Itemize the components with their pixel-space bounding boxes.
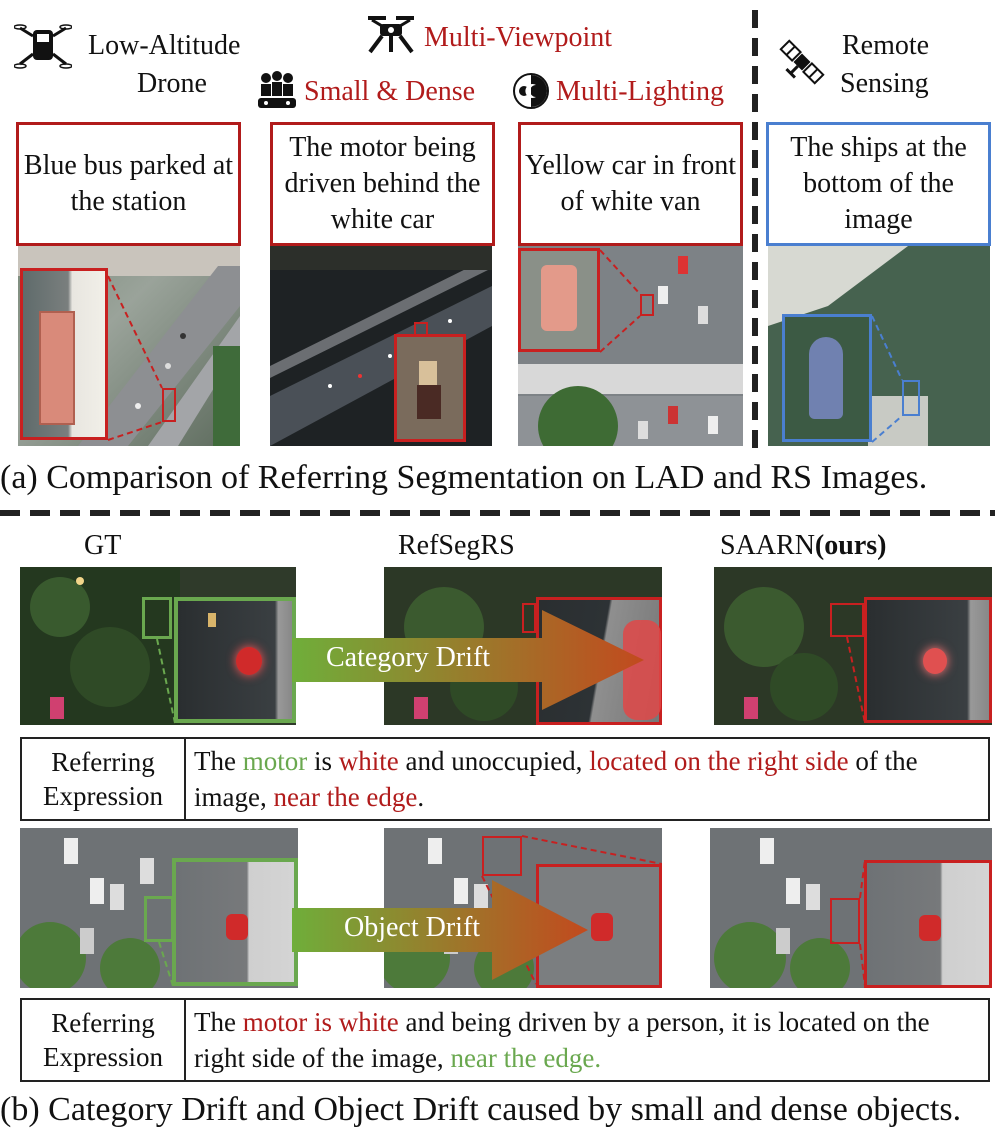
row2-gt-image bbox=[20, 828, 298, 988]
expr1-segment: is bbox=[307, 746, 339, 776]
expr1-segment: motor bbox=[242, 746, 308, 776]
expression-text-2: The motor is white and being driven by a… bbox=[194, 1004, 980, 1076]
expression-label-1a: Referring bbox=[51, 747, 155, 777]
object-drift-arrow: Object Drift bbox=[292, 874, 592, 986]
saarn-label: SAARN bbox=[720, 530, 815, 561]
photo-night-road bbox=[270, 246, 492, 446]
expression-label-1b: Expression bbox=[43, 781, 163, 811]
expr1-segment: . bbox=[417, 782, 425, 812]
column-saarn: SAARN(ours) bbox=[720, 530, 886, 562]
column-refsegrs: RefSegRS bbox=[398, 530, 515, 561]
row1-gt-image bbox=[20, 567, 296, 725]
day-night-icon bbox=[512, 72, 550, 110]
multi-drone-icon bbox=[362, 14, 420, 56]
expr2-segment: motor is white bbox=[242, 1007, 399, 1037]
expr1-segment: near the edge bbox=[273, 782, 418, 812]
object-drift-label: Object Drift bbox=[344, 912, 481, 943]
drone-label-line1: Low-Altitude bbox=[88, 30, 241, 61]
query-box-4: The ships at the bottom of the image bbox=[766, 122, 991, 246]
expression-text-1: The motor is white and unoccupied, locat… bbox=[194, 743, 980, 815]
row1-saarn-zoom bbox=[864, 597, 992, 723]
row1-saarn-target-box bbox=[830, 603, 864, 637]
inset-zoom-3 bbox=[518, 248, 600, 352]
caption-b: (b) Category Drift and Object Drift caus… bbox=[0, 1091, 962, 1128]
expr2-segment: and being driven by a person, it is loca… bbox=[194, 1007, 930, 1073]
query-text-1: Blue bus parked at the station bbox=[23, 150, 234, 217]
expr1-segment: The bbox=[194, 746, 243, 776]
satellite-icon bbox=[774, 34, 830, 90]
row2-saarn-target-box bbox=[830, 898, 860, 944]
row2-saarn-zoom bbox=[864, 860, 992, 988]
expr1-segment: of the image, bbox=[194, 746, 918, 812]
column-gt: GT bbox=[84, 530, 122, 561]
rs-label-line1: Remote bbox=[842, 30, 930, 61]
drone-label-line2: Drone bbox=[137, 68, 207, 99]
query-box-1: Blue bus parked at the station bbox=[16, 122, 241, 246]
query-box-2: The motor being driven behind the white … bbox=[270, 122, 495, 246]
category-drift-arrow: Category Drift bbox=[292, 604, 650, 716]
query-text-4: The ships at the bottom of the image bbox=[790, 132, 967, 235]
query-text-3: Yellow car in front of white van bbox=[524, 150, 736, 217]
photo-highway bbox=[18, 246, 240, 446]
target-box-4 bbox=[902, 380, 920, 416]
row1-saarn-image bbox=[714, 567, 992, 725]
inset-zoom-1 bbox=[20, 268, 108, 440]
target-box-1 bbox=[162, 388, 176, 422]
row2-refsegrs-target-box bbox=[482, 836, 522, 876]
multi-lighting-label: Multi-Lighting bbox=[556, 76, 724, 107]
expression-label-2a: Referring bbox=[51, 1008, 155, 1038]
photo-harbor bbox=[768, 246, 990, 446]
vertical-divider bbox=[752, 10, 758, 448]
expression-label-2b: Expression bbox=[43, 1042, 163, 1072]
drone-icon bbox=[13, 22, 73, 72]
inset-zoom-4 bbox=[782, 314, 872, 442]
expr1-segment: located on the right side bbox=[589, 746, 849, 776]
row1-gt-target-box bbox=[142, 597, 172, 639]
row2-gt-target-box bbox=[144, 896, 174, 942]
row1-gt-zoom bbox=[174, 597, 296, 723]
row2-saarn-image bbox=[710, 828, 992, 988]
category-drift-label: Category Drift bbox=[326, 642, 491, 673]
small-dense-label: Small & Dense bbox=[304, 76, 476, 107]
crowd-icon bbox=[256, 70, 298, 110]
photo-intersection bbox=[518, 246, 743, 446]
rs-label-line2: Sensing bbox=[840, 68, 929, 99]
expr2-segment: The bbox=[194, 1007, 243, 1037]
expr2-segment: near the edge. bbox=[450, 1043, 602, 1073]
expr1-segment: white bbox=[338, 746, 399, 776]
row2-gt-zoom bbox=[172, 858, 298, 986]
query-text-2: The motor being driven behind the white … bbox=[284, 132, 481, 235]
caption-a: (a) Comparison of Referring Segmentation… bbox=[0, 459, 928, 496]
target-box-3 bbox=[640, 294, 654, 316]
ours-label: (ours) bbox=[814, 530, 887, 561]
row1-refsegrs-target-box bbox=[522, 603, 536, 633]
horizontal-divider bbox=[0, 510, 995, 516]
inset-zoom-2 bbox=[394, 334, 466, 442]
expr1-segment: and unoccupied, bbox=[398, 746, 590, 776]
query-box-3: Yellow car in front of white van bbox=[518, 122, 743, 246]
multi-viewpoint-label: Multi-Viewpoint bbox=[424, 22, 613, 53]
